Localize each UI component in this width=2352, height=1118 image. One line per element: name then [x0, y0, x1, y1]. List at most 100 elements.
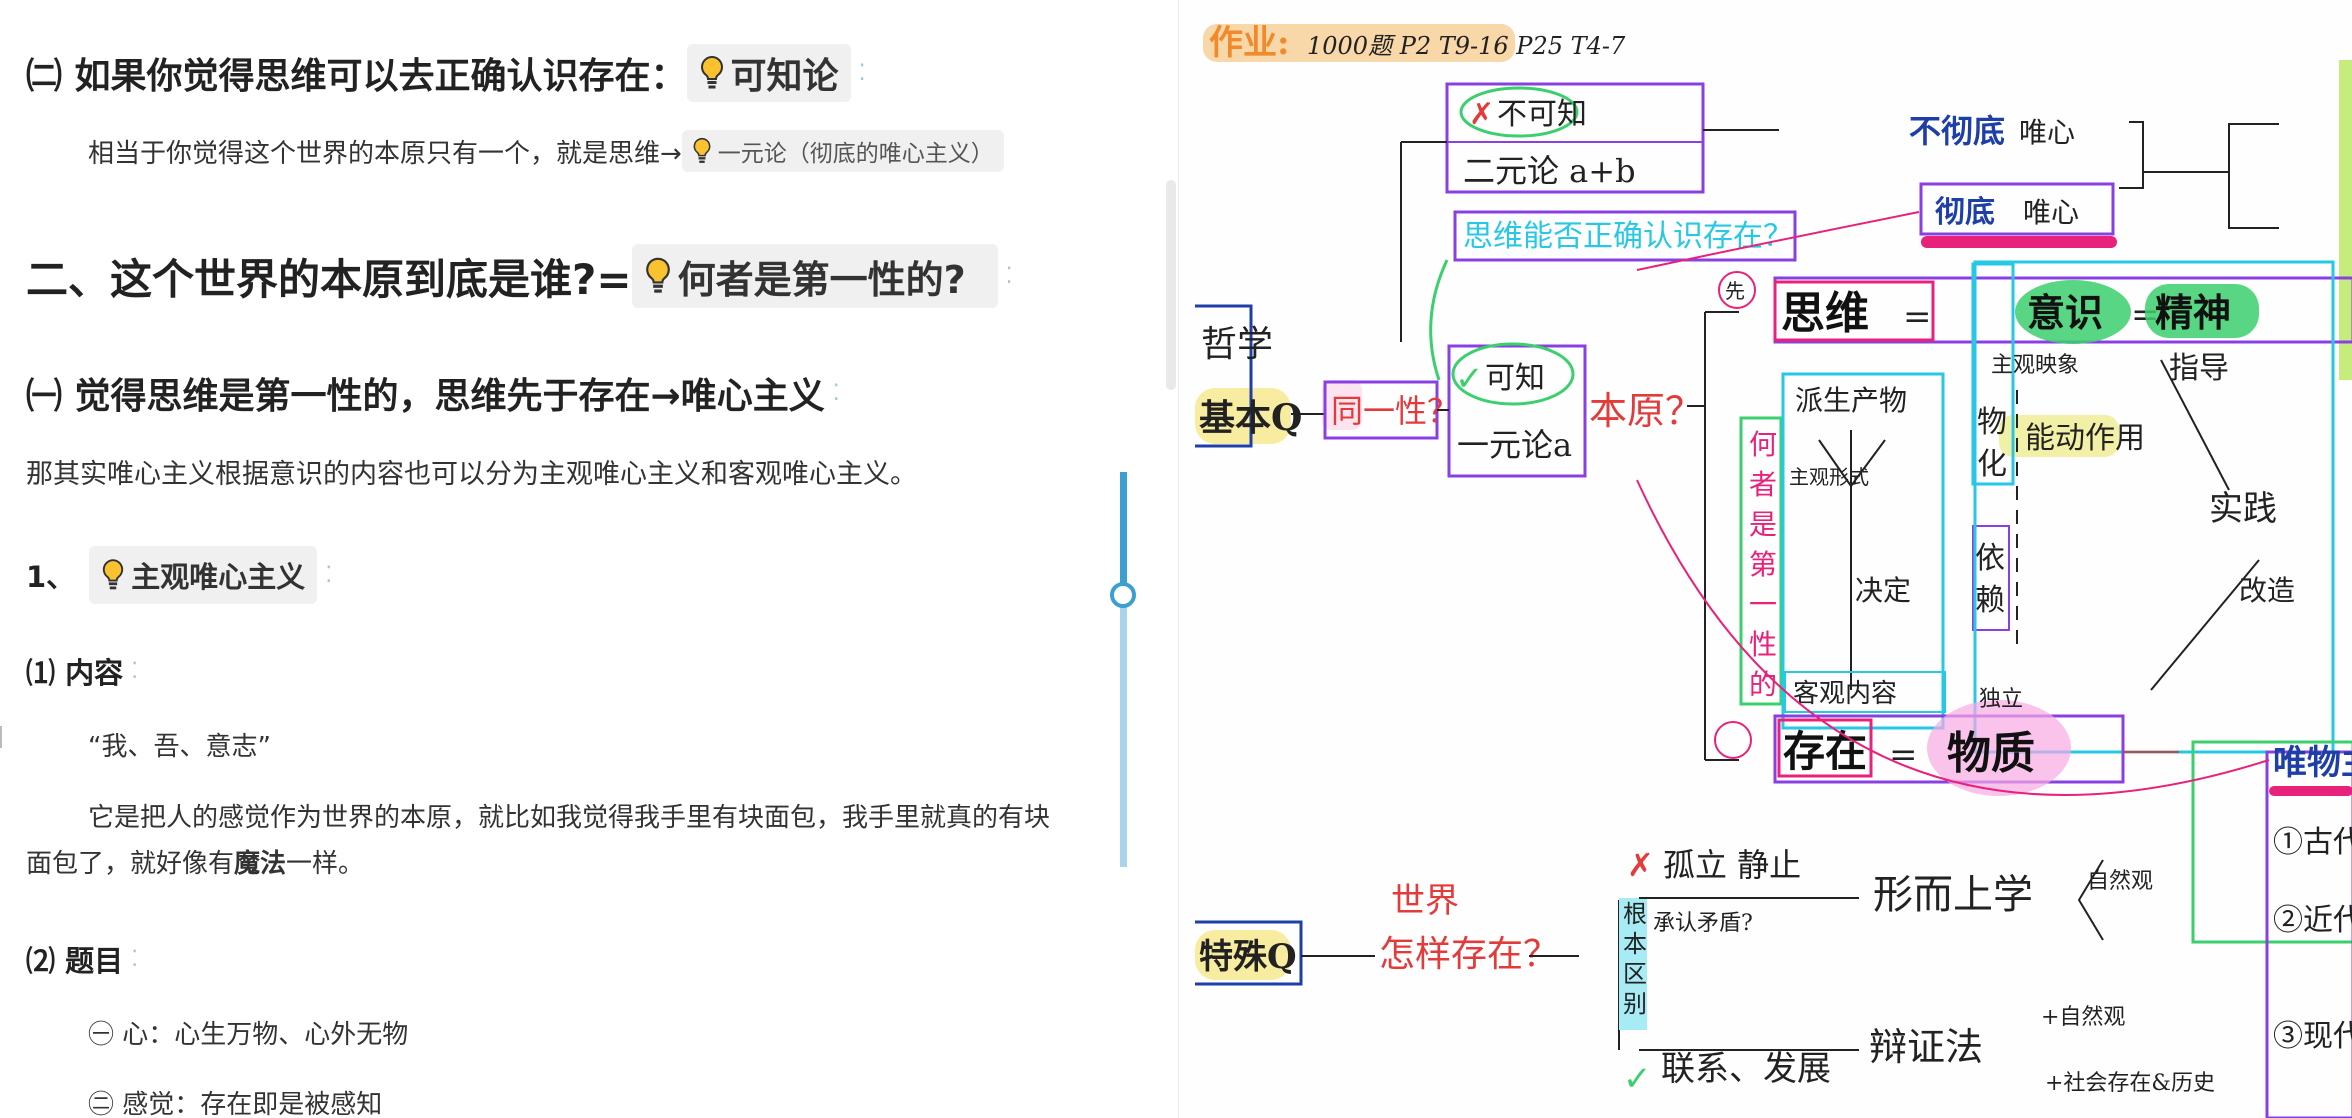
tag-chip-monism[interactable]: 一元论（彻底的唯心主义） [681, 130, 1004, 172]
subj-form-label: 主观形式 [1789, 465, 1869, 489]
bracket-line [2119, 121, 2144, 189]
heading-knowable: ㈡ 如果你觉得思维可以去正确认识存在： [26, 56, 687, 97]
section-idealism: ㈠ 觉得思维是第一性的，思维先于存在→唯心主义 ⁚ [26, 368, 840, 418]
quote-text: “我、吾、意志” [88, 732, 271, 762]
complete-box [1919, 182, 2115, 236]
society-view-label: +社会存在&历史 [2045, 1071, 2215, 1096]
bracket-line [2228, 123, 2279, 229]
first-label: 先 [1725, 279, 1745, 303]
philosophy-label: 哲学 [1201, 324, 1273, 365]
materialism-item-1: ①古代朴素 [2273, 825, 2352, 860]
drag-handle-icon[interactable]: ⁚ [131, 658, 138, 684]
complete-label: 彻底 [1935, 195, 1995, 230]
check-mark: ✓ [1623, 1059, 1652, 1099]
timeline-handle[interactable] [1110, 582, 1136, 608]
depend-box [1972, 525, 2010, 631]
later-circle [1714, 721, 1752, 759]
side-highlight [2339, 60, 2352, 380]
how-exist-label: 怎样存在？ [1379, 934, 1559, 975]
paragraph-idealism: 那其实唯心主义根据意识的内容也可以分为主观唯心主义和客观唯心主义。 [26, 459, 917, 490]
matter-highlight [1927, 700, 2071, 796]
drag-handle-icon[interactable]: ⁚ [832, 380, 840, 406]
thinking-label: 思维 [1781, 288, 1869, 339]
materialism-item-2: ②近代机械 [2273, 903, 2352, 938]
special-q-highlight [1195, 930, 1291, 980]
drag-handle-icon[interactable]: ⁚ [325, 562, 332, 588]
content-text: 面包了，就好像有 [26, 849, 235, 879]
pink-arrow [1636, 211, 1920, 271]
knowable-circle [1451, 342, 1575, 406]
lightbulb-icon [700, 55, 723, 89]
cross-mark: ✗ [1469, 97, 1494, 132]
dialectics-label: 辩证法 [1869, 1025, 1983, 1069]
equals-sign: = [1903, 297, 1932, 337]
root-diff-label: 根本区别 [1623, 900, 1647, 1018]
materialize-box [1971, 262, 2015, 486]
timeline-track [1120, 472, 1127, 867]
special-q-bracket [1195, 920, 1303, 986]
tag-chip-subjective[interactable]: 主观唯心主义 [89, 546, 318, 604]
knowable-label: 可知 [1485, 361, 1545, 396]
special-q-label: 特殊Q [1199, 937, 1297, 977]
topic-item-1: ㊀ 心：心生万物、心外无物 [88, 1020, 409, 1050]
section-origin: 二、这个世界的本原到底是谁?= 何者是第一性的? ⁚ [26, 244, 1013, 308]
materialism-green-box [2191, 740, 2352, 944]
chip-label: 可知论 [730, 56, 839, 97]
transform-arrow [2150, 559, 2260, 691]
drag-handle-icon[interactable]: ⁚ [131, 946, 138, 972]
existence-label: 存在 [1783, 727, 1867, 776]
check-mark: ✓ [1455, 359, 1484, 399]
identity-highlight [1322, 380, 1362, 430]
origin-label: 本原？ [1589, 389, 1703, 433]
transform-label: 改造 [2239, 574, 2295, 607]
materialize-label: 物化 [1977, 405, 2007, 482]
lightbulb-icon [103, 559, 124, 590]
tag-chip-first-nature[interactable]: 何者是第一性的? [631, 244, 998, 308]
matter-label: 物质 [1947, 728, 2035, 779]
depend-label: 依赖 [1975, 541, 2005, 618]
green-arrow [1429, 259, 1449, 381]
subsection-content: ⑴ 内容 ⁚ [26, 650, 138, 692]
lightbulb-icon [693, 137, 711, 163]
philosophy-bracket [1195, 304, 1253, 448]
obj-content-label: 客观内容 [1793, 679, 1897, 709]
subsection-topic: ⑵ 题目 ⁚ [26, 938, 138, 980]
content-line-1: 它是把人的感觉作为世界的本原，就比如我觉得我手里有块面包，我手里就真的有块 [88, 803, 1051, 833]
bracket-line [2077, 859, 2104, 941]
mindmap-canvas[interactable]: 作业: 1000题 P2 T9-16 P25 T4-7 哲学 基本Q 同一性？ … [1179, 0, 2352, 1118]
world-label: 世界 [1391, 881, 1459, 921]
drag-handle-icon[interactable]: ⁚ [1005, 263, 1013, 289]
list-number: 1、 [26, 560, 76, 594]
dualism-box [1445, 82, 1705, 194]
cross-mark: ✗ [1627, 846, 1654, 884]
drag-handle-icon[interactable]: ⁚ [858, 60, 866, 86]
independent-label: 独立 [1979, 687, 2023, 712]
materialism-box [2265, 750, 2352, 1118]
monism-label: 一元论a [1457, 426, 1572, 464]
contradiction-label: 承认矛盾? [1653, 911, 1753, 936]
heading-content: ⑴ 内容 [26, 656, 124, 690]
content-line-2: 面包了，就好像有魔法一样。 [26, 843, 364, 880]
content-text: 一样。 [286, 849, 365, 879]
section-subjective: 1、 主观唯心主义 ⁚ [26, 546, 332, 604]
existence-box [1777, 718, 1873, 778]
pink-curve [1636, 479, 2270, 796]
derived-label: 派生产物 [1795, 384, 1907, 417]
derived-arrows [1818, 430, 1886, 690]
subj-image-label: 主观映象 [1991, 353, 2079, 378]
chip-label: 一元论（彻底的唯心主义） [717, 141, 994, 167]
dualism-label: 二元论 a+b [1463, 152, 1636, 190]
question-box [1453, 210, 1797, 262]
consciousness-highlight [2015, 280, 2131, 344]
paragraph-monism: 相当于你觉得这个世界的本原只有一个，就是思维→ 一元论（彻底的唯心主义） [88, 130, 1004, 172]
text-cursor [0, 726, 6, 748]
tag-chip-knowable[interactable]: 可知论 [686, 44, 851, 102]
unknowable-circle [1459, 86, 1579, 138]
chip-label: 主观唯心主义 [131, 560, 306, 594]
nature-view-label: 自然观 [2087, 869, 2153, 894]
which-first-box [1739, 416, 1783, 706]
scrollbar[interactable] [1166, 180, 1176, 390]
bold-text: 魔法 [234, 849, 287, 879]
decide-label: 决定 [1855, 574, 1911, 607]
root-diff-highlight [1619, 898, 1647, 1030]
